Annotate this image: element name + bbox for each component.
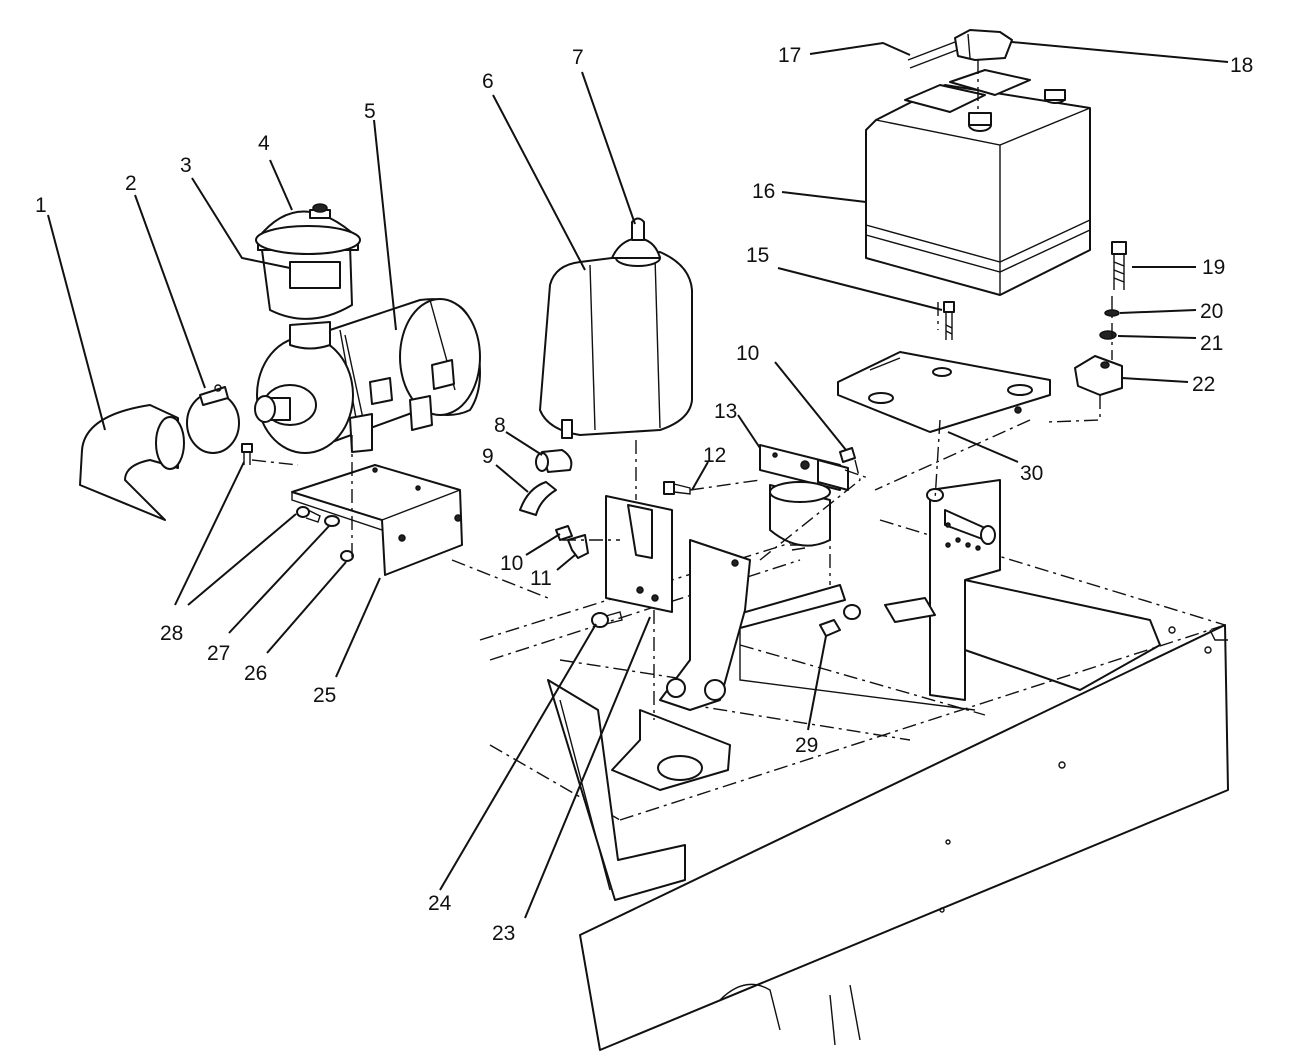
air-cleaner	[254, 203, 481, 454]
callout-22: 22	[1192, 373, 1215, 396]
callout-17: 17	[778, 44, 801, 67]
air-cleaner-mount	[291, 464, 463, 576]
battery-tray	[837, 351, 1051, 433]
callout-10-left: 10	[500, 552, 523, 575]
callout-18: 18	[1230, 54, 1253, 77]
callout-labels: 1 2 3 4 5 6 7 8 9 10 10 11 12 13 15 16 1…	[35, 44, 1253, 945]
fasteners	[241, 443, 861, 637]
bolt-15	[943, 301, 955, 340]
leader-lines	[47, 41, 1229, 919]
callout-10-right: 10	[736, 342, 759, 365]
callout-1: 1	[35, 194, 47, 217]
callout-12: 12	[703, 444, 726, 467]
callout-21: 21	[1200, 332, 1223, 355]
hold-down-hardware	[1074, 241, 1127, 396]
intake-hose	[79, 384, 240, 521]
canister-bracket	[759, 444, 849, 551]
callout-9: 9	[482, 445, 494, 468]
callout-23: 23	[492, 922, 515, 945]
callout-24: 24	[428, 892, 452, 915]
callout-26: 26	[244, 662, 267, 685]
tank-mount-bracket	[605, 495, 751, 791]
callout-25: 25	[313, 684, 336, 707]
callout-19: 19	[1202, 256, 1225, 279]
callout-3: 3	[180, 154, 192, 177]
callout-15: 15	[746, 244, 769, 267]
callout-7: 7	[572, 46, 584, 69]
callout-27: 27	[207, 642, 230, 665]
callout-8: 8	[494, 414, 506, 437]
right-mount-bracket	[884, 479, 1001, 701]
assembly-guides	[251, 60, 1113, 720]
callout-5: 5	[364, 100, 376, 123]
chassis-frame	[479, 519, 1229, 1051]
callout-2: 2	[125, 172, 137, 195]
reservoir-fitting-hose	[519, 449, 573, 516]
callout-13: 13	[714, 400, 737, 423]
callout-6: 6	[482, 70, 494, 93]
callout-20: 20	[1200, 300, 1223, 323]
battery-cable	[907, 29, 1013, 69]
callout-29: 29	[795, 734, 818, 757]
battery	[865, 69, 1091, 296]
callout-16: 16	[752, 180, 775, 203]
callout-30: 30	[1020, 462, 1043, 485]
fluid-reservoir	[539, 217, 693, 439]
callout-4: 4	[258, 132, 270, 155]
callout-11: 11	[530, 567, 552, 590]
callout-28: 28	[160, 622, 183, 645]
